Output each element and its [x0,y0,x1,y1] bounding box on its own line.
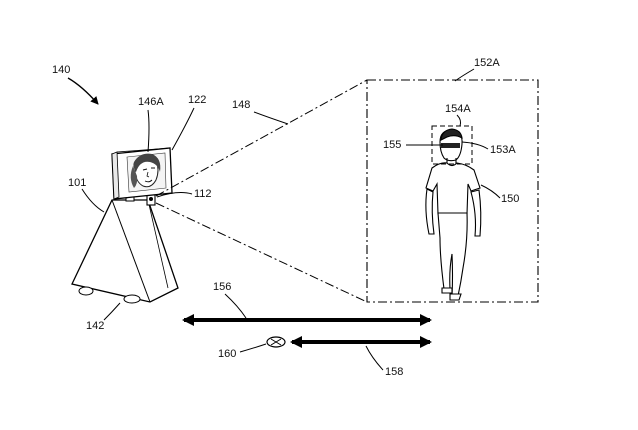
distance-arrow-top-label: 156 [213,281,231,293]
screen-face-label: 146A [138,96,164,108]
image-frame [366,79,539,303]
wheel-left [78,286,94,296]
base-label: 142 [86,320,104,332]
face-detail-label: 153A [490,144,516,156]
camera-view-label: 148 [232,99,250,111]
telepresence-robot [71,192,179,304]
robot-label: 101 [68,177,86,189]
person-label: 150 [501,193,519,205]
camera-label: 112 [194,188,212,200]
image-frame-label: 152A [474,57,500,69]
robot-screen [111,147,173,200]
distance-arrow-bottom-label: 158 [385,366,403,378]
face-marker-label: 155 [383,139,401,151]
screen-face-image [126,152,167,193]
wheel-right [123,294,141,304]
target-point-label: 160 [218,348,236,360]
system-pointer-arrow [67,77,99,105]
screen-label: 122 [188,94,206,106]
face-box-label: 154A [445,103,471,115]
camera-field-of-view [155,79,368,303]
robot-body [71,199,179,303]
system-label: 140 [52,64,70,76]
person-figure [425,128,482,301]
camera-lens [149,197,153,201]
